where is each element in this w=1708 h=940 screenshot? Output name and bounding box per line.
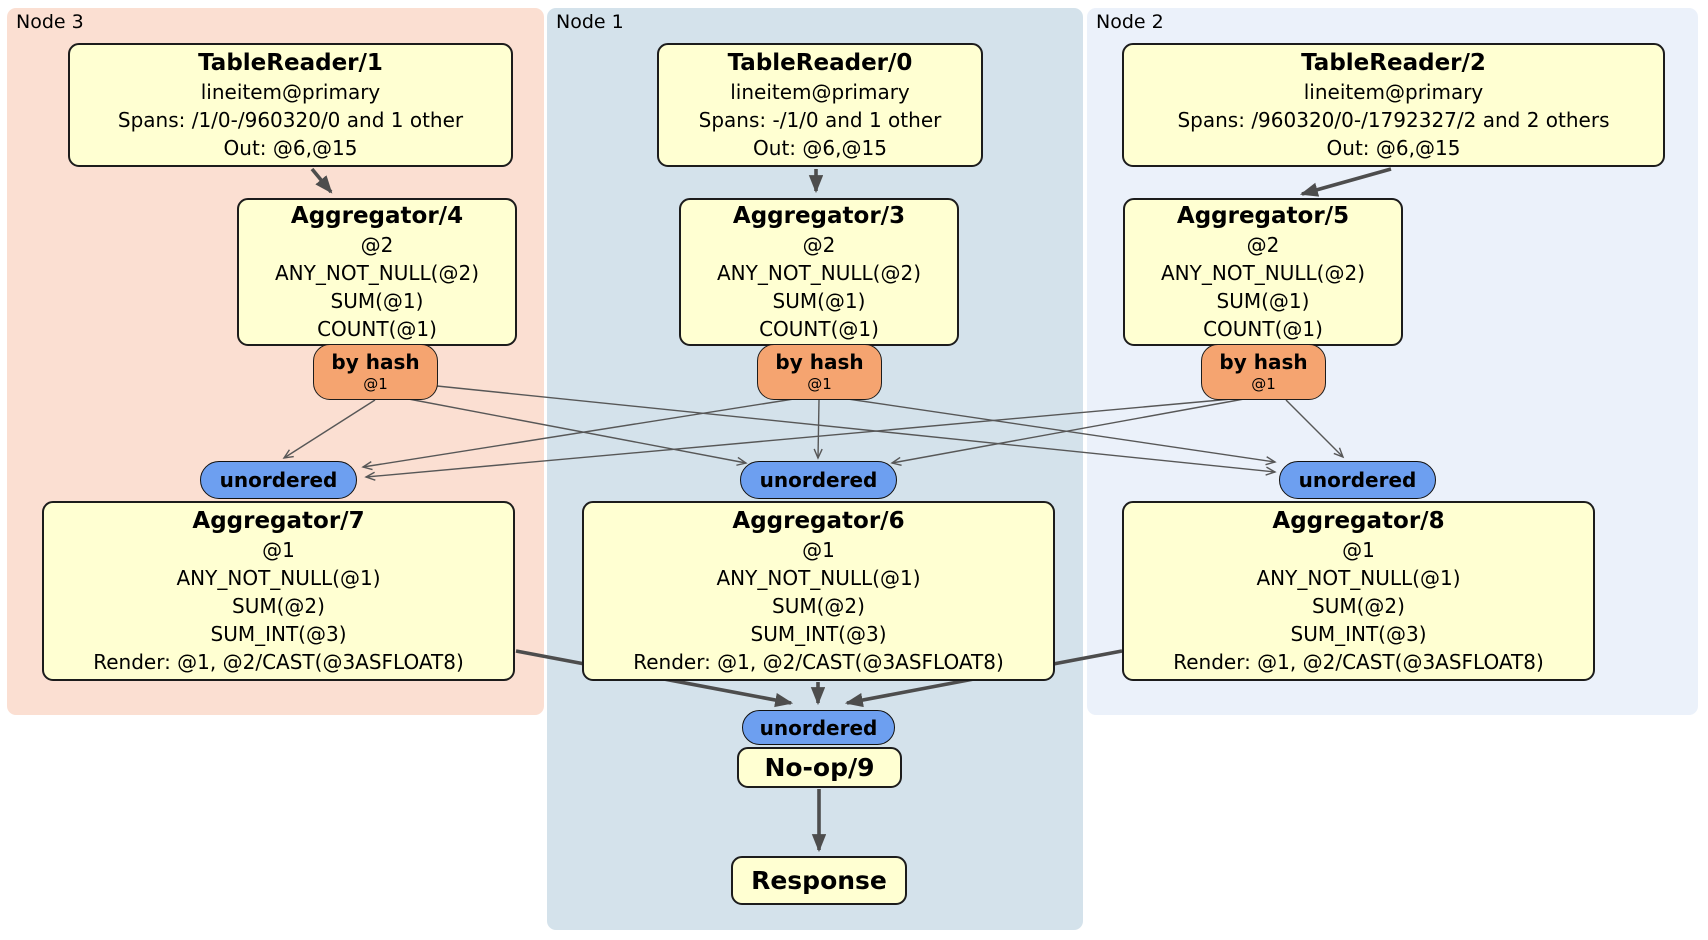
processor-aggregator-6: Aggregator/6 @1 ANY_NOT_NULL(@1) SUM(@2)… — [582, 501, 1055, 681]
processor-aggregator-5: Aggregator/5 @2 ANY_NOT_NULL(@2) SUM(@1)… — [1123, 198, 1403, 346]
processor-detail: Render: @1, @2/CAST(@3ASFLOAT8) — [1173, 650, 1544, 674]
processor-detail: Spans: -/1/0 and 1 other — [698, 108, 942, 132]
processor-title: TableReader/1 — [198, 50, 383, 76]
processor-title: TableReader/0 — [727, 50, 913, 76]
edge-hash4-un6 — [397, 396, 748, 466]
router-by-hash-5: by hash @1 — [1201, 344, 1326, 400]
processor-aggregator-8: Aggregator/8 @1 ANY_NOT_NULL(@1) SUM(@2)… — [1122, 501, 1595, 681]
processor-title: Aggregator/8 — [1272, 508, 1445, 534]
node3-label: Node 3 — [16, 11, 84, 33]
edge-tr2-agg5 — [1299, 167, 1392, 197]
processor-detail: Spans: /1/0-/960320/0 and 1 other — [117, 108, 464, 132]
processor-detail: Out: @6,@15 — [223, 136, 358, 160]
edge-hash3-un8 — [840, 397, 1277, 466]
processor-detail: @2 — [360, 233, 394, 257]
edge-tr1-agg4 — [310, 167, 333, 194]
sync-label: unordered — [219, 468, 338, 492]
response-node: Response — [731, 856, 907, 905]
processor-tablereader-2: TableReader/2 lineitem@primary Spans: /9… — [1122, 43, 1665, 167]
sync-unordered-9: unordered — [742, 710, 895, 745]
router-label: by hash — [1219, 350, 1308, 374]
sync-label: unordered — [759, 468, 878, 492]
processor-detail: SUM_INT(@3) — [210, 622, 347, 646]
processor-detail: Spans: /960320/0-/1792327/2 and 2 others — [1177, 108, 1610, 132]
processor-aggregator-3: Aggregator/3 @2 ANY_NOT_NULL(@2) SUM(@1)… — [679, 198, 959, 346]
processor-detail: SUM_INT(@3) — [750, 622, 887, 646]
node1-label: Node 1 — [556, 11, 624, 33]
processor-detail: SUM(@1) — [330, 289, 424, 313]
sync-label: unordered — [759, 715, 878, 740]
processor-noop-9: No-op/9 — [737, 747, 902, 788]
router-label: by hash — [331, 350, 420, 374]
processor-detail: @1 — [1342, 538, 1375, 562]
processor-detail: COUNT(@1) — [1203, 317, 1323, 341]
processor-detail: Render: @1, @2/CAST(@3ASFLOAT8) — [633, 650, 1004, 674]
sync-unordered-6: unordered — [740, 461, 897, 499]
processor-title: Aggregator/7 — [192, 508, 365, 534]
router-column: @1 — [807, 375, 832, 393]
processor-detail: @1 — [802, 538, 835, 562]
router-column: @1 — [363, 375, 388, 393]
processor-detail: lineitem@primary — [200, 80, 381, 104]
processor-title: No-op/9 — [764, 753, 875, 782]
processor-detail: ANY_NOT_NULL(@1) — [1256, 566, 1461, 590]
processor-detail: Out: @6,@15 — [753, 136, 887, 160]
processor-aggregator-7: Aggregator/7 @1 ANY_NOT_NULL(@1) SUM(@2)… — [42, 501, 515, 681]
processor-detail: Render: @1, @2/CAST(@3ASFLOAT8) — [93, 650, 464, 674]
sync-unordered-8: unordered — [1279, 461, 1436, 499]
processor-detail: COUNT(@1) — [317, 317, 437, 341]
node2-label: Node 2 — [1096, 11, 1164, 33]
processor-detail: SUM_INT(@3) — [1290, 622, 1427, 646]
processor-tablereader-0: TableReader/0 lineitem@primary Spans: -/… — [657, 43, 983, 167]
processor-title: Aggregator/3 — [732, 203, 906, 229]
processor-title: TableReader/2 — [1301, 50, 1486, 76]
edge-hash5-un8 — [1285, 399, 1345, 459]
processor-detail: ANY_NOT_NULL(@2) — [1161, 261, 1365, 285]
processor-detail: SUM(@2) — [772, 594, 865, 618]
processor-detail: COUNT(@1) — [759, 317, 879, 341]
sync-label: unordered — [1298, 468, 1417, 492]
processor-detail: @1 — [262, 538, 295, 562]
sync-unordered-7: unordered — [200, 461, 357, 499]
router-by-hash-4: by hash @1 — [313, 344, 438, 400]
router-column: @1 — [1251, 375, 1276, 393]
processor-aggregator-4: Aggregator/4 @2 ANY_NOT_NULL(@2) SUM(@1)… — [237, 198, 517, 346]
processor-title: Aggregator/4 — [290, 203, 464, 229]
edge-hash4-un8 — [436, 385, 1277, 476]
processor-detail: ANY_NOT_NULL(@1) — [176, 566, 381, 590]
processor-title: Aggregator/6 — [732, 508, 905, 534]
processor-title: Response — [751, 866, 887, 895]
processor-detail: Out: @6,@15 — [1326, 136, 1461, 160]
processor-detail: SUM(@2) — [1312, 594, 1405, 618]
edge-hash3-un6 — [813, 399, 823, 460]
processor-detail: ANY_NOT_NULL(@1) — [716, 566, 921, 590]
processor-detail: SUM(@2) — [232, 594, 325, 618]
router-by-hash-3: by hash @1 — [757, 344, 882, 400]
edge-hash5-un7 — [364, 397, 1244, 481]
processor-detail: lineitem@primary — [1303, 80, 1484, 104]
router-sync-edges — [282, 385, 1345, 481]
edge-hash4-un7 — [282, 399, 376, 459]
processor-title: Aggregator/5 — [1176, 203, 1350, 229]
processor-detail: @2 — [802, 233, 836, 257]
processor-detail: @2 — [1246, 233, 1280, 257]
processor-detail: ANY_NOT_NULL(@2) — [717, 261, 921, 285]
processor-detail: ANY_NOT_NULL(@2) — [275, 261, 479, 285]
processor-tablereader-1: TableReader/1 lineitem@primary Spans: /1… — [68, 43, 513, 167]
processor-detail: SUM(@1) — [772, 289, 866, 313]
processor-detail: SUM(@1) — [1216, 289, 1310, 313]
router-label: by hash — [775, 350, 864, 374]
processor-detail: lineitem@primary — [730, 80, 910, 104]
